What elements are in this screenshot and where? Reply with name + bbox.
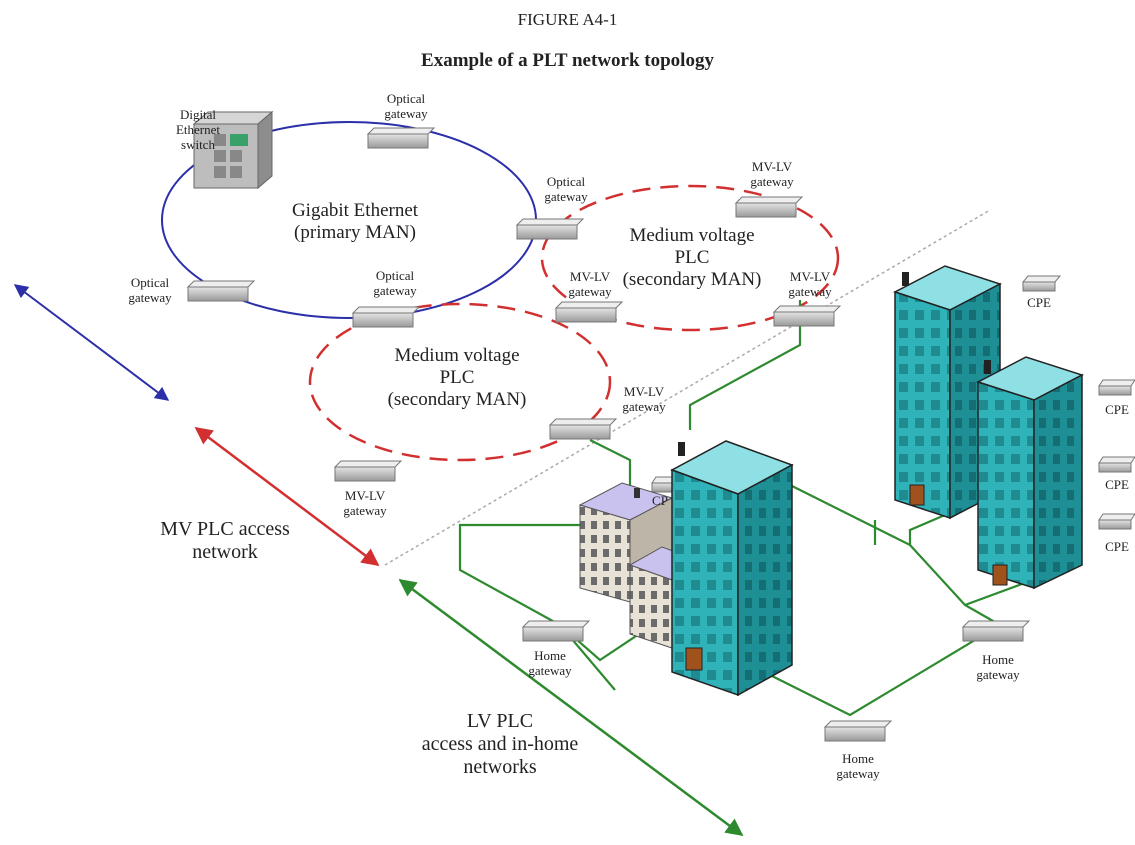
mvlv-gateway-ring-left-label: MV-LV gateway (568, 269, 612, 299)
cpe-device-4 (1098, 513, 1135, 530)
mv-access-arrow (194, 426, 380, 567)
mvlv-gateway-top-device (734, 196, 804, 218)
optical-gateway-right-label: Optical gateway (544, 174, 588, 204)
home-gateway-left-label: Home gateway (528, 648, 572, 678)
figure-title: Example of a PLT network topology (421, 50, 714, 71)
optical-gateway-left-device (186, 280, 256, 302)
optical-gateway-top-device (366, 127, 436, 149)
cpe-device-1 (1021, 275, 1062, 292)
mvlv-gateway-ring-left-device (554, 301, 624, 323)
secondary-man-ring-left (308, 302, 612, 462)
access-boundary-line (384, 209, 991, 566)
mv-plc-ring-left-label: Medium voltage PLC (secondary MAN) (387, 345, 527, 410)
optical-gateway-left-label: Optical gateway (128, 275, 172, 305)
mvlv-gateway-ring-right-label: MV-LV gateway (788, 269, 832, 299)
mvlv-gateway-lower-left-label: MV-LV gateway (343, 488, 387, 518)
optical-gateway-right-device (515, 218, 585, 240)
home-gateway-right-device (961, 620, 1031, 642)
secondary-man-ring-right (540, 184, 840, 332)
digital-switch-label: Digital Ethernet switch (175, 107, 221, 152)
home-gateway-left-device (521, 620, 591, 642)
figure-label: FIGURE A4-1 (517, 10, 618, 29)
cpe-label-3: CPE (1105, 477, 1129, 492)
optical-gateway-top-label: Optical gateway (384, 91, 428, 121)
tower-building-right-front (976, 356, 1084, 590)
mv-access-label: MV PLC access network (160, 518, 290, 563)
mvlv-gateway-lower-left-device (333, 460, 403, 482)
lv-access-label: LV PLC access and in-home networks (421, 710, 579, 778)
home-gateway-right-label: Home gateway (976, 652, 1020, 682)
optical-gateway-bottom-device (351, 306, 421, 328)
digital-ethernet-switch (192, 110, 274, 190)
primary-man-arrow (13, 284, 170, 401)
mvlv-gateway-ring-right-device (772, 305, 842, 327)
mvlv-gateway-top-label: MV-LV gateway (750, 159, 794, 189)
cpe-device-3 (1098, 456, 1135, 473)
mvlv-gateway-lower-right-label: MV-LV gateway (622, 384, 666, 414)
mvlv-gateway-lower-right-device (548, 418, 618, 440)
cpe-device-2 (1098, 379, 1135, 396)
optical-gateway-bottom-label: Optical gateway (373, 268, 417, 298)
gateway-devices (186, 127, 1031, 742)
home-gateway-bottom-label: Home gateway (836, 751, 880, 781)
cpe-label-4: CPE (1105, 539, 1129, 554)
tower-building-center (670, 440, 794, 697)
gigabit-ring-label: Gigabit Ethernet (primary MAN) (291, 200, 419, 243)
cpe-label-1: CPE (1027, 295, 1051, 310)
cpe-devices (651, 275, 1135, 530)
cpe-label-partial: CP (652, 493, 668, 508)
mv-plc-ring-right-label: Medium voltage PLC (secondary MAN) (622, 225, 762, 290)
lv-access-arrow (398, 578, 744, 837)
home-gateway-bottom-device (823, 720, 893, 742)
cpe-label-2: CPE (1105, 402, 1129, 417)
